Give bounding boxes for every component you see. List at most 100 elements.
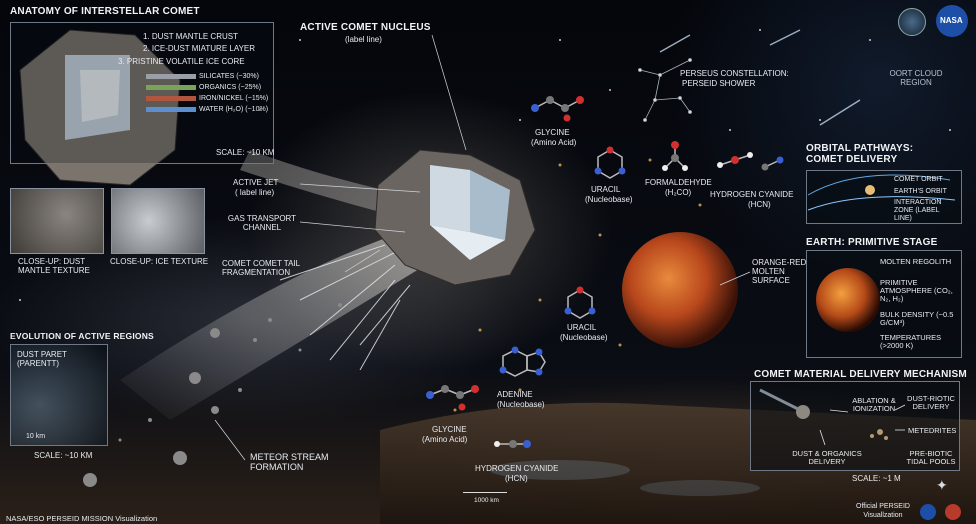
orbital-title: ORBITAL PATHWAYS: COMET DELIVERY: [806, 143, 914, 165]
legend-iron-label: IRON/NICKEL (~15%): [199, 95, 269, 102]
interaction-zone-label: INTERACTION ZONE (label line): [894, 199, 942, 222]
swatch-iron: [146, 95, 196, 101]
legend-water-label: WATER (H₂O) (~10%): [199, 106, 269, 113]
perseus-constellation: [638, 58, 692, 122]
earth-orbit-label: EARTH'S ORBIT: [894, 188, 947, 195]
esa-small-logo-icon[interactable]: [945, 504, 961, 520]
legend-organics: ORGANICS (~25%): [146, 84, 261, 91]
molecule-glycine-1[interactable]: GLYCINE (Amino Acid): [525, 88, 595, 148]
ice-closeup-label: CLOSE-UP: ICE TEXTURE: [110, 257, 209, 266]
glycine-1-name: GLYCINE: [535, 128, 570, 137]
legend-silicates-label: SILICATES (~30%): [199, 73, 259, 80]
molecule-uracil-2[interactable]: URACIL (Nucleobase): [555, 285, 615, 345]
hcn-structure-icon: [717, 152, 784, 171]
gas-transport-label: GAS TRANSPORT CHANNEL: [227, 214, 297, 232]
surface-scale-bar-line: [463, 492, 507, 493]
perseus-title: PERSEUS CONSTELLATION:: [680, 69, 789, 78]
sparkle-icon: ✦: [936, 477, 948, 493]
earth-item-atmosphere: PRIMITIVE ATMOSPHERE (CO₂, N₂, H₂): [880, 278, 953, 303]
prebiotic-pools-label: PRE-BIOTIC TIDAL POOLS: [906, 449, 956, 466]
delivery-panel[interactable]: [750, 381, 960, 471]
hcn-2-name: HYDROGEN CYANIDE: [475, 464, 559, 473]
ice-texture-thumbnail[interactable]: [111, 188, 205, 254]
legend-water: WATER (H₂O) (~10%): [146, 106, 268, 113]
uracil-structure-icon: [594, 146, 626, 179]
dust-organics-label: DUST & ORGANICS DELIVERY: [792, 449, 862, 466]
molecule-hcn-1[interactable]: HYDROGEN CYANIDE (HCN): [710, 145, 800, 209]
uracil-2-structure-icon: [564, 286, 596, 319]
molecule-glycine-2[interactable]: GLYCINE (Amino Acid): [420, 375, 490, 447]
hcn-1-sub: (HCN): [748, 200, 771, 209]
formaldehyde-name: FORMALDEHYDE: [645, 178, 712, 187]
layer-3-label: 3. PRISTINE VOLATILE ICE CORE: [118, 57, 245, 66]
hcn-2-structure-icon: [494, 440, 531, 448]
layer-2-label: 2. ICE-DUST MIATURE LAYER: [143, 44, 256, 53]
planet-surface-label: ORANGE-RED MOLTEN SURFACE: [752, 258, 807, 285]
swatch-silicates: [146, 73, 196, 79]
nucleus-sub: (label line): [345, 35, 382, 44]
swatch-organics: [146, 84, 196, 90]
dust-closeup-label: CLOSE-UP: DUST MANTLE TEXTURE: [18, 257, 90, 275]
nasa-logo-text: NASA: [940, 16, 963, 25]
adenine-structure-icon: [499, 346, 546, 377]
nasa-small-logo-icon[interactable]: [920, 504, 936, 520]
anatomy-scale: SCALE: ~10 KM: [216, 148, 275, 157]
anatomy-title: ANATOMY OF INTERSTELLAR COMET: [10, 6, 200, 17]
nasa-logo-icon[interactable]: NASA: [936, 5, 968, 37]
uracil-2-name: URACIL: [567, 323, 597, 332]
ablation-label: ABLATION & IONIZATION: [852, 396, 896, 413]
legend-iron: IRON/NICKEL (~15%): [146, 95, 268, 102]
earth-item-regolith: MOLTEN REGOLITH: [880, 257, 952, 266]
perseus-sub: PERSEID SHOWER: [682, 79, 756, 88]
dust-mantle-thumbnail[interactable]: [10, 188, 104, 254]
glycine-1-sub: (Amino Acid): [531, 138, 577, 147]
nucleus-title: ACTIVE COMET NUCLEUS: [300, 22, 431, 33]
tail-flow-arrows: [279, 244, 411, 371]
evolution-scale-bar: 10 km: [26, 433, 46, 440]
hcn-1-name: HYDROGEN CYANIDE: [710, 190, 794, 199]
evolution-title: EVOLUTION OF ACTIVE REGIONS: [10, 331, 154, 341]
tail-fragmentation-label: COMET COMET TAIL FRAGMENTATION: [222, 259, 300, 277]
swatch-water: [146, 106, 196, 112]
delivery-scale: SCALE: ~1 M: [852, 474, 901, 483]
adenine-sub: (Nucleobase): [497, 400, 545, 409]
earth-item-temperature: TEMPERATURES (>2000 K): [880, 333, 942, 350]
delivery-title: COMET MATERIAL DELIVERY MECHANISM: [754, 369, 967, 380]
dust-parent-label: DUST PARET (PARENTT): [17, 350, 67, 368]
uracil-1-name: URACIL: [591, 185, 621, 194]
comet-nucleus: [374, 149, 536, 286]
comet-orbit-label: COMET ORBIT: [894, 176, 943, 183]
hcn-2-sub: (HCN): [505, 474, 528, 483]
molecule-adenine[interactable]: ADENINE (Nucleobase): [495, 340, 555, 412]
evolution-scale: SCALE: ~10 KM: [34, 451, 93, 460]
debris-field: [83, 303, 342, 487]
formaldehyde-structure-icon: [662, 141, 688, 171]
glycine-structure-icon: [531, 96, 584, 122]
glycine-2-structure-icon: [426, 385, 479, 411]
glycine-2-sub: (Amino Acid): [422, 435, 468, 444]
footer-credit-left: NASA/ESO PERSEID MISSION Visualization: [6, 514, 158, 523]
evolution-panel[interactable]: [10, 344, 108, 446]
earth-item-density: BULK DENSITY (~0.5 g/cm³): [880, 310, 954, 327]
molecule-uracil-1[interactable]: URACIL (Nucleobase): [585, 145, 645, 205]
molecule-hcn-2[interactable]: HYDROGEN CYANIDE (HCN): [475, 430, 565, 485]
meteor-stream-label: METEOR STREAM FORMATION: [250, 452, 329, 472]
anatomy-comet-cutaway: [19, 29, 181, 186]
molecule-formaldehyde[interactable]: FORMALDEHYDE (H₂CO): [645, 140, 715, 200]
comet-tail: [120, 220, 450, 420]
earth-title: EARTH: PRIMITIVE STAGE: [806, 237, 938, 248]
anatomy-panel: [10, 22, 274, 164]
biotic-delivery-label: DUST-RIOTIC DELIVERY: [907, 394, 955, 411]
footer-credit-right: Official PERSEID Visuallzation: [856, 503, 910, 519]
jet-sub: ( label line): [235, 188, 275, 197]
mission-emblem-icon[interactable]: [898, 8, 926, 36]
jet-label: ACTIVE JET: [233, 178, 279, 187]
meteorites-label: METEDRITES: [908, 426, 957, 435]
glycine-2-name: GLYCINE: [432, 425, 467, 434]
oort-cloud-label: OORT CLOUD REGION: [889, 69, 943, 87]
legend-silicates: SILICATES (~30%): [146, 73, 259, 80]
